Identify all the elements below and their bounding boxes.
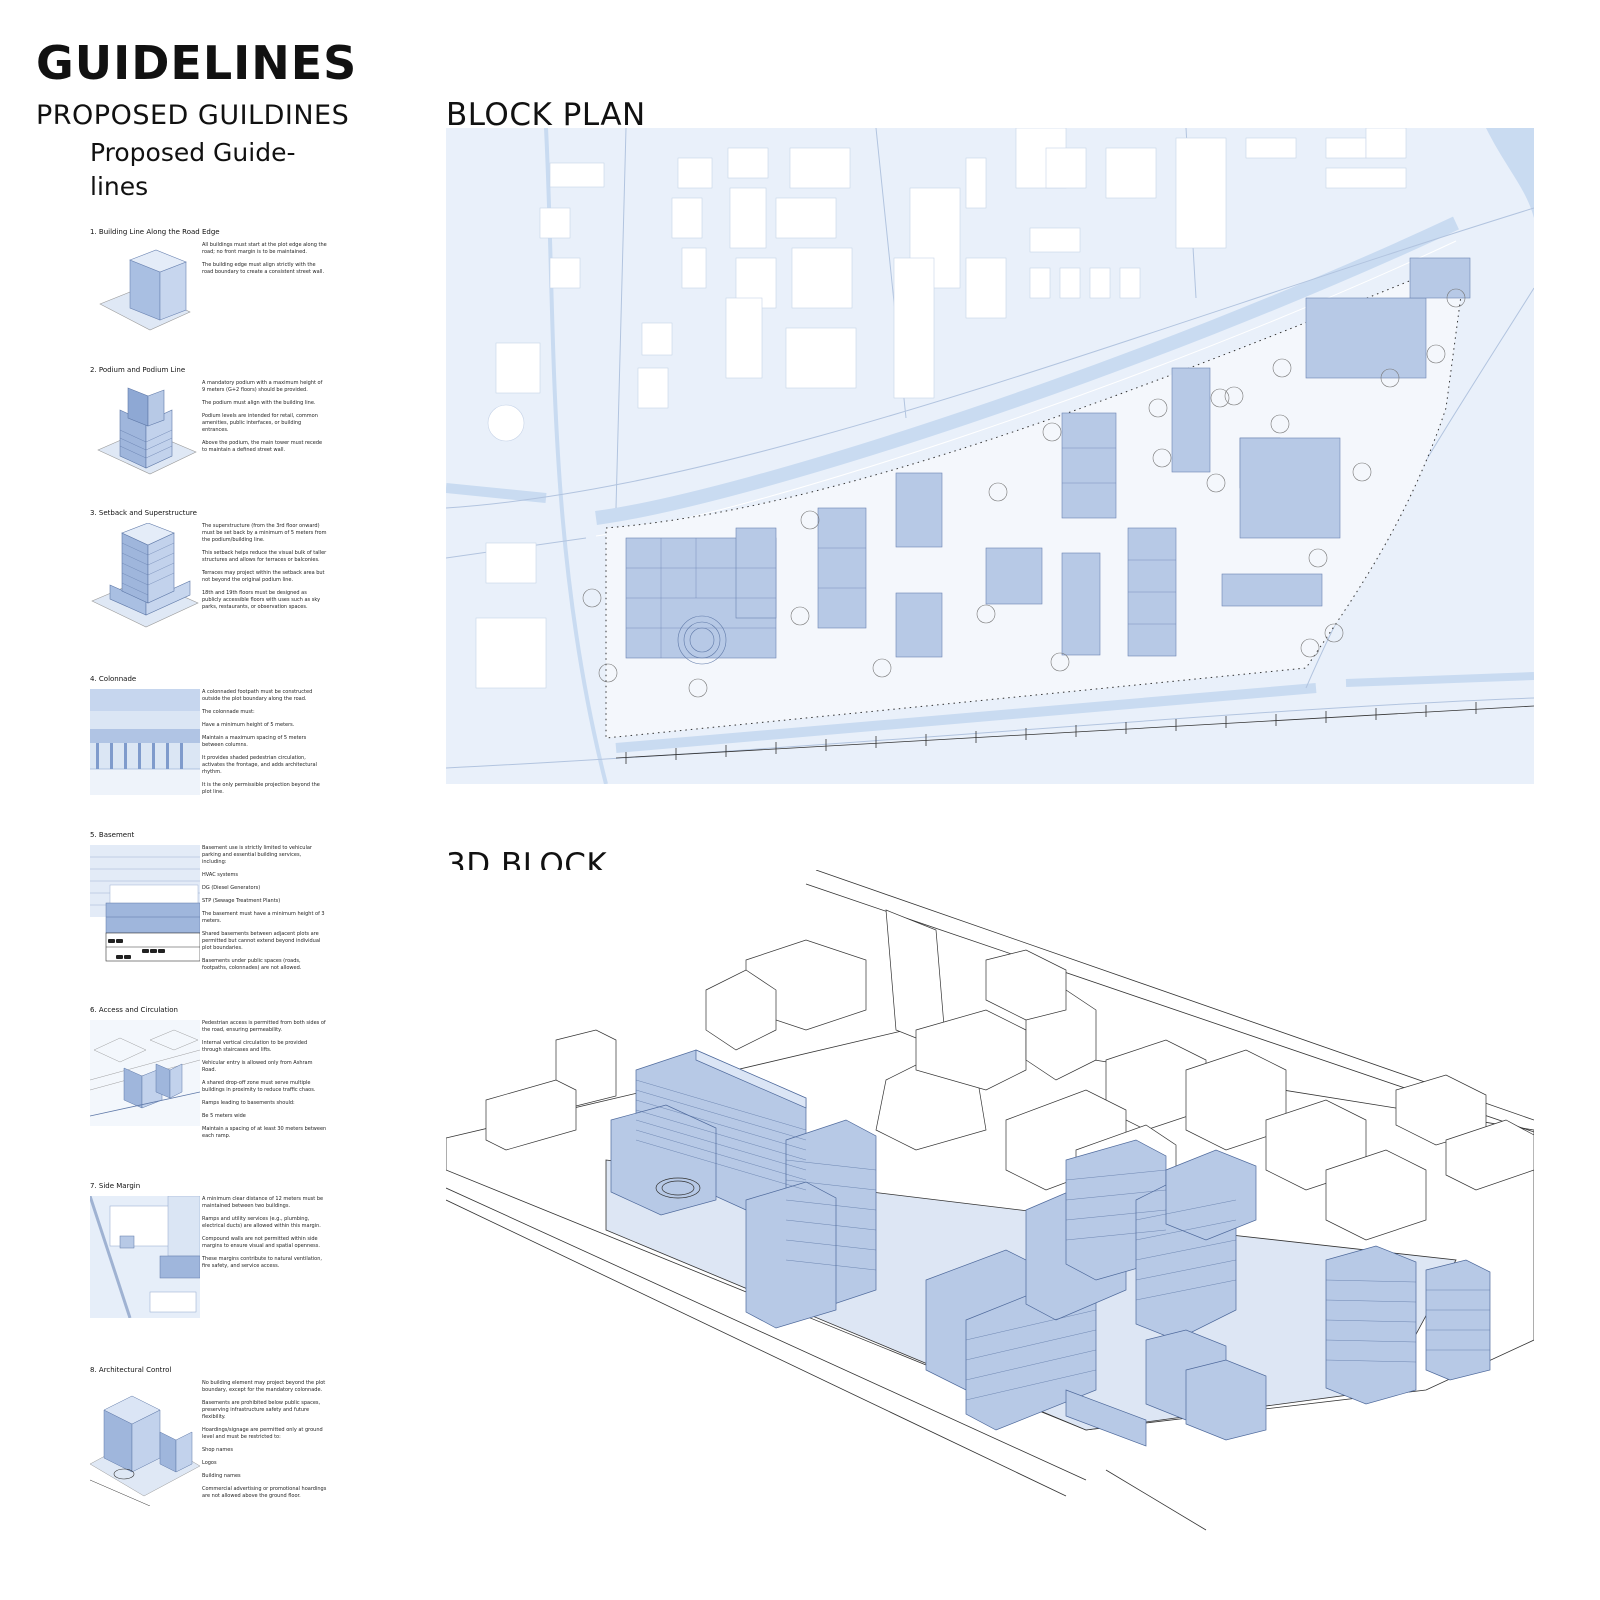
guideline-title: 3. Setback and Superstructure <box>90 509 197 517</box>
block-plan-map <box>446 128 1534 784</box>
building-line-illustration <box>99 249 191 331</box>
side-margin-illustration <box>90 1196 200 1318</box>
guideline-title: 4. Colonnade <box>90 675 137 683</box>
access-circulation-illustration <box>90 1020 200 1126</box>
block-plan-title: BLOCK PLAN <box>446 97 646 133</box>
guideline-title: 6. Access and Circulation <box>90 1006 178 1014</box>
guideline-text: The superstructure (from the 3rd floor o… <box>202 523 327 610</box>
page-title: GUIDELINES <box>36 36 358 90</box>
guideline-3: 3. Setback and Superstructure The supers… <box>90 509 330 639</box>
guideline-text: Basement use is strictly limited to vehi… <box>202 845 325 971</box>
guideline-text: A colonnaded footpath must be constructe… <box>202 689 320 795</box>
guideline-4: 4. Colonnade A colonnaded footpath must … <box>90 675 330 805</box>
guideline-1: 1. Building Line Along the Road Edge All… <box>90 228 330 338</box>
guideline-title: 2. Podium and Podium Line <box>90 366 186 374</box>
guideline-7: 7. Side Margin A minimum clear distance … <box>90 1182 330 1322</box>
guideline-title: 1. Building Line Along the Road Edge <box>90 228 220 236</box>
guideline-text: Pedestrian access is permitted from both… <box>202 1020 327 1139</box>
guideline-6: 6. Access and Circulation Pedestrian acc… <box>90 1006 330 1139</box>
guideline-title: 5. Basement <box>90 831 135 839</box>
guideline-5: 5. Basement Basement use is strictly lim… <box>90 831 330 971</box>
guideline-text: A mandatory podium with a maximum height… <box>202 380 323 453</box>
guideline-text: A minimum clear distance of 12 meters mu… <box>202 1196 324 1269</box>
guideline-text: All buildings must start at the plot edg… <box>202 242 327 275</box>
guideline-title: 8. Architectural Control <box>90 1366 172 1374</box>
architectural-control-illustration <box>90 1395 200 1506</box>
block-3d-axonometric <box>446 870 1534 1540</box>
guideline-2: 2. Podium and Podium Line A mandatory po… <box>90 366 330 486</box>
podium-illustration <box>97 387 197 475</box>
guideline-text: No building element may project beyond t… <box>202 1380 327 1499</box>
setback-illustration <box>91 523 199 628</box>
colonnade-illustration <box>90 689 200 795</box>
guideline-8: 8. Architectural Control No building ele… <box>90 1366 330 1516</box>
guideline-title: 7. Side Margin <box>90 1182 141 1190</box>
page-subtitle: PROPOSED GUILDINES <box>36 100 350 131</box>
basement-illustration <box>90 845 200 962</box>
guidelines-heading: Proposed Guide-lines <box>90 138 296 201</box>
